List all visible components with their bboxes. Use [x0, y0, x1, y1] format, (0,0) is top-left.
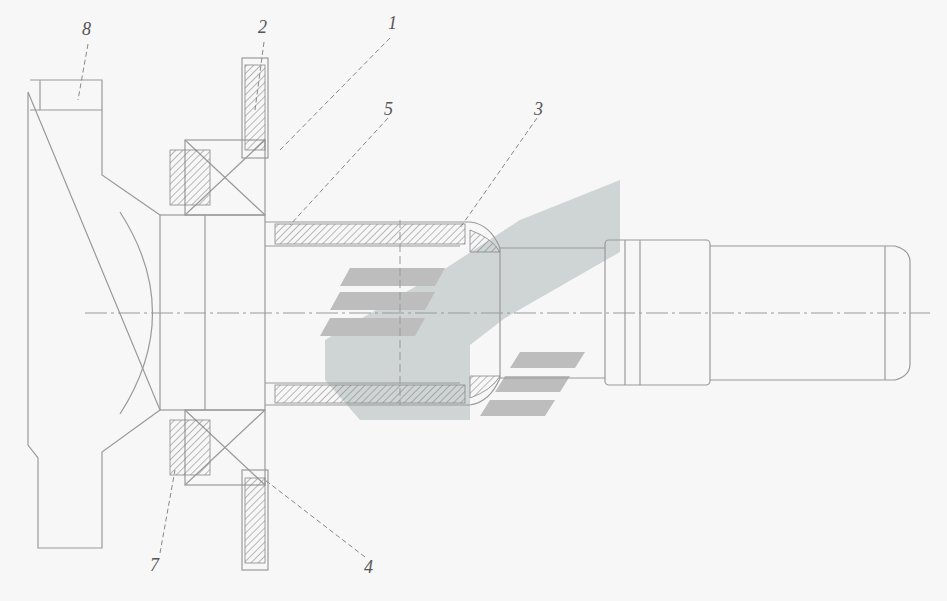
- callout-number: 3: [534, 100, 543, 118]
- centre-lines: [85, 220, 930, 405]
- callout-number: 8: [82, 20, 91, 38]
- part-outlines: [28, 58, 910, 570]
- callout-number: 1: [388, 14, 397, 32]
- callout-number: 5: [384, 100, 393, 118]
- section-hatch: [170, 65, 500, 563]
- watermark: [320, 180, 620, 420]
- leader-lines: [78, 38, 537, 557]
- callout-number: 7: [150, 556, 159, 574]
- callout-number: 2: [258, 18, 267, 36]
- callout-number: 4: [364, 558, 373, 576]
